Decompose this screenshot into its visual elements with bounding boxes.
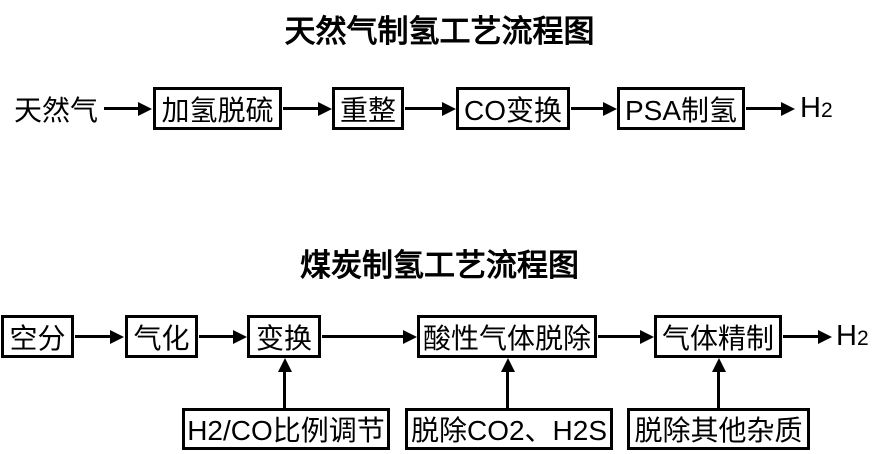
natural-gas-input-label: 天然气 [14,94,99,126]
h2-base: H [800,92,821,124]
arrow-right [783,335,818,338]
coal-diagram-title: 煤炭制氢工艺流程图 [300,248,579,283]
arrow-up [711,358,726,408]
natural-gas-diagram-title: 天然气制氢工艺流程图 [284,14,595,49]
flow-box-acid-gas-removal: 酸性气体脱除 [417,315,597,358]
flow-box-psa: PSA制氢 [617,87,745,130]
arrow-up [500,358,515,408]
annotation-box-h2-co-ratio: H2/CO比例调节 [182,408,390,450]
flow-box-gasification: 气化 [125,315,198,358]
flow-box-reforming: 重整 [332,87,404,130]
flow-box-co-shift: CO变换 [456,87,570,130]
h2-base: H [836,320,857,352]
flow-box-shift: 变换 [247,315,321,358]
arrow-right [75,335,110,338]
h2-subscript: 2 [820,99,833,122]
flow-box-hydrodesulfurization: 加氢脱硫 [153,87,282,130]
arrow-right [746,107,781,110]
h2-subscript: 2 [856,327,869,350]
arrow-right [598,335,640,338]
annotation-box-remove-other-impurities: 脱除其他杂质 [627,408,810,450]
arrow-right [199,335,233,338]
arrow-right [405,107,442,110]
flow-box-gas-purification: 气体精制 [654,315,782,358]
arrow-right [104,107,138,110]
arrow-right [283,107,318,110]
arrow-up [277,358,292,408]
arrow-right [571,107,603,110]
flow-box-air-separation: 空分 [1,315,74,358]
arrow-right [322,335,403,338]
annotation-box-remove-co2-h2s: 脱除CO2、H2S [405,408,613,450]
